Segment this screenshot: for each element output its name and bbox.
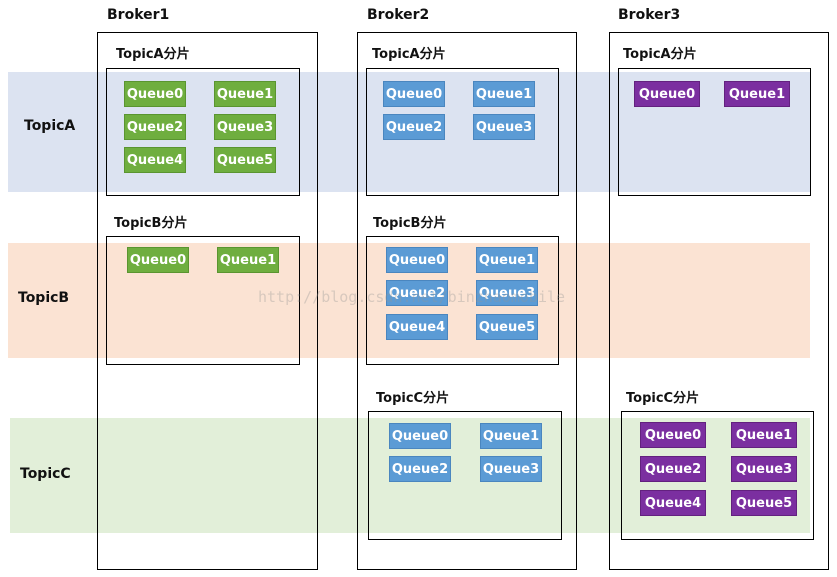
queue-box: Queue3 bbox=[473, 114, 535, 140]
queue-box: Queue2 bbox=[124, 114, 186, 140]
queue-box: Queue2 bbox=[640, 456, 706, 482]
shard-label: TopicA分片 bbox=[372, 47, 446, 62]
broker2-box bbox=[357, 32, 577, 570]
queue-box: Queue4 bbox=[386, 314, 448, 340]
queue-box: Queue0 bbox=[127, 247, 189, 273]
shard-box bbox=[621, 411, 814, 540]
queue-box: Queue1 bbox=[214, 81, 276, 107]
queue-box: Queue3 bbox=[476, 280, 538, 306]
queue-box: Queue1 bbox=[724, 81, 790, 107]
queue-box: Queue3 bbox=[480, 456, 542, 482]
broker3-label: Broker3 bbox=[618, 7, 681, 23]
queue-box: Queue0 bbox=[383, 81, 445, 107]
shard-label: TopicA分片 bbox=[623, 47, 697, 62]
shard-box bbox=[366, 236, 559, 365]
queue-box: Queue5 bbox=[731, 490, 797, 516]
queue-box: Queue2 bbox=[386, 280, 448, 306]
shard-box bbox=[368, 411, 562, 540]
shard-box bbox=[106, 236, 300, 365]
queue-box: Queue4 bbox=[640, 490, 706, 516]
shard-box bbox=[618, 68, 811, 196]
shard-box bbox=[366, 68, 559, 196]
shard-label: TopicB分片 bbox=[373, 216, 447, 231]
queue-box: Queue5 bbox=[476, 314, 538, 340]
shard-label: TopicC分片 bbox=[376, 391, 450, 406]
queue-box: Queue2 bbox=[389, 456, 451, 482]
topic-c-label: TopicC bbox=[20, 466, 71, 482]
queue-box: Queue4 bbox=[124, 147, 186, 173]
queue-box: Queue0 bbox=[124, 81, 186, 107]
queue-box: Queue1 bbox=[217, 247, 279, 273]
shard-label: TopicC分片 bbox=[626, 391, 700, 406]
topic-a-label: TopicA bbox=[24, 118, 76, 134]
broker3-box bbox=[609, 32, 829, 570]
queue-box: Queue0 bbox=[640, 422, 706, 448]
watermark: http://blog.csdn.net/binzhaomobile bbox=[258, 288, 566, 306]
shard-label: TopicB分片 bbox=[114, 216, 188, 231]
queue-box: Queue3 bbox=[214, 114, 276, 140]
queue-box: Queue1 bbox=[476, 247, 538, 273]
broker1-box bbox=[97, 32, 318, 570]
queue-box: Queue2 bbox=[383, 114, 445, 140]
queue-box: Queue3 bbox=[731, 456, 797, 482]
queue-box: Queue5 bbox=[214, 147, 276, 173]
queue-box: Queue1 bbox=[473, 81, 535, 107]
queue-box: Queue0 bbox=[386, 247, 448, 273]
queue-box: Queue0 bbox=[634, 81, 700, 107]
topic-b-label: TopicB bbox=[18, 290, 70, 306]
shard-box bbox=[106, 68, 300, 196]
queue-box: Queue1 bbox=[480, 423, 542, 449]
shard-label: TopicA分片 bbox=[116, 47, 190, 62]
broker1-label: Broker1 bbox=[107, 7, 170, 23]
broker2-label: Broker2 bbox=[367, 7, 430, 23]
queue-box: Queue0 bbox=[389, 423, 451, 449]
queue-box: Queue1 bbox=[731, 422, 797, 448]
